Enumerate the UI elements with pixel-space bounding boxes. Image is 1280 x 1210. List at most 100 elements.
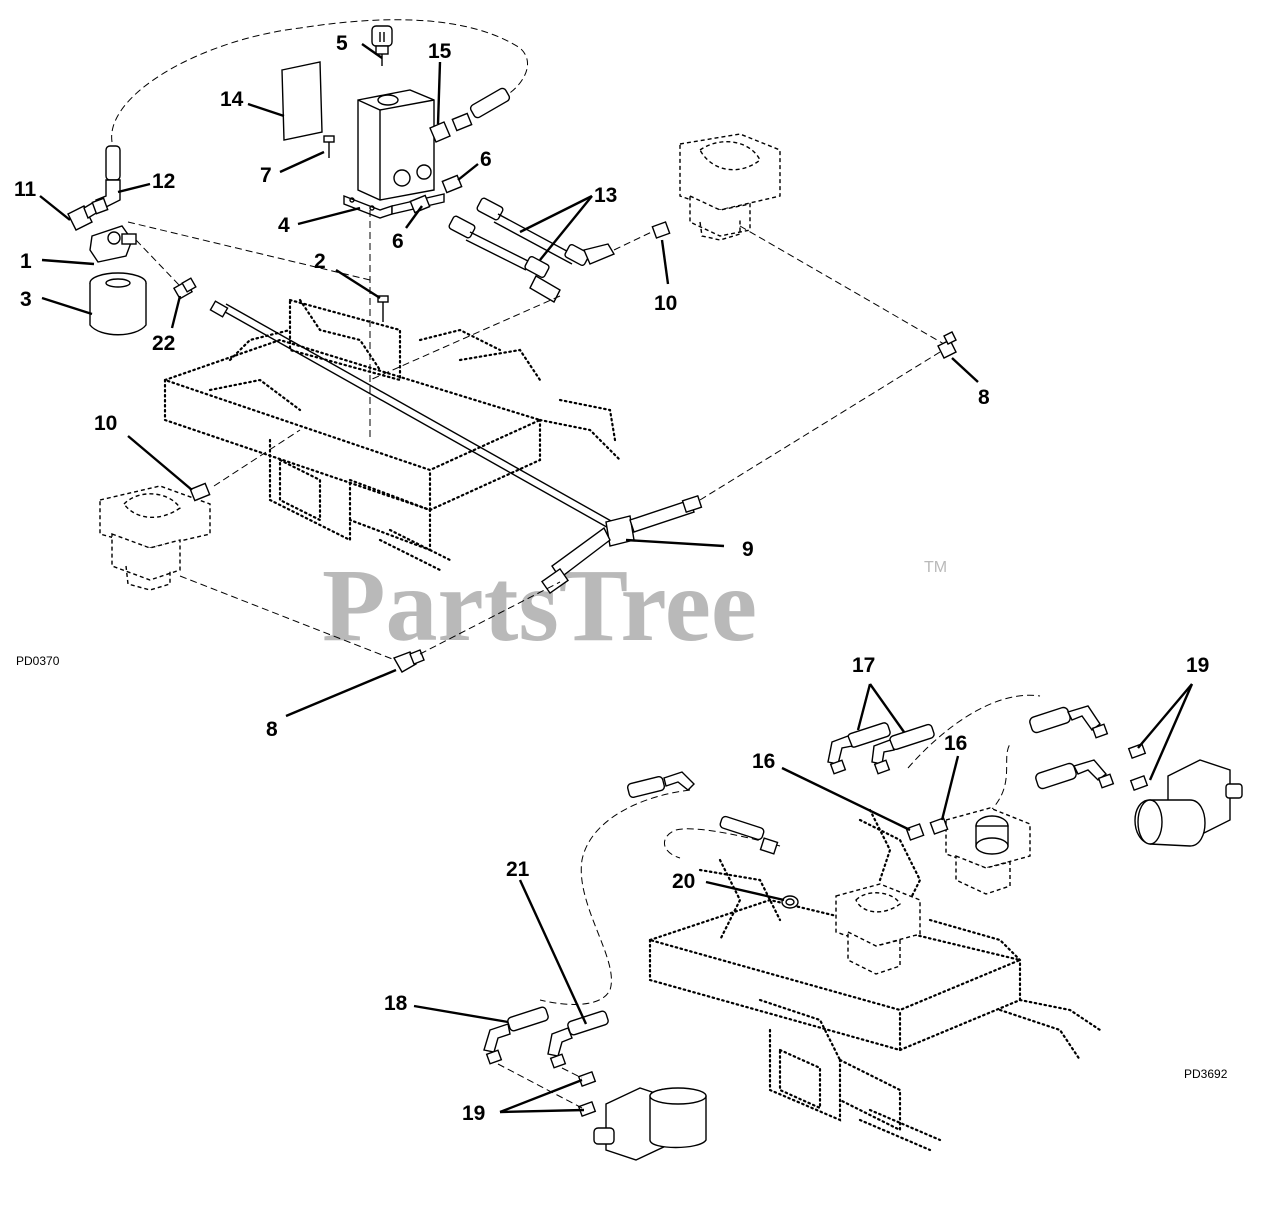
leader-8a bbox=[951, 357, 979, 383]
callout-2[interactable]: 2 bbox=[314, 250, 326, 273]
leader-7 bbox=[279, 150, 325, 174]
elbow-11 bbox=[67, 200, 99, 231]
leader-19a bbox=[1137, 683, 1193, 749]
callout-8a[interactable]: 8 bbox=[978, 386, 990, 409]
leader-lines bbox=[39, 43, 1194, 1114]
hoses-17 bbox=[827, 722, 935, 775]
reservoir-4 bbox=[343, 89, 445, 219]
lower-frame bbox=[646, 808, 1102, 1152]
callout-1[interactable]: 1 bbox=[20, 250, 32, 273]
leader-17b bbox=[869, 683, 905, 733]
grommet-20 bbox=[781, 895, 799, 909]
callout-10a[interactable]: 10 bbox=[654, 292, 677, 315]
leader-6a bbox=[457, 163, 479, 181]
leader-10b bbox=[127, 435, 193, 491]
leader-11 bbox=[39, 195, 71, 221]
callout-14[interactable]: 14 bbox=[220, 88, 244, 111]
fitting-6a bbox=[441, 174, 463, 194]
drawing-code-lower: PD3692 bbox=[1184, 1067, 1228, 1081]
fittings-19b bbox=[577, 1071, 597, 1117]
callout-11[interactable]: 11 bbox=[14, 178, 37, 201]
pump-lower-right bbox=[945, 807, 1031, 895]
leader-22 bbox=[170, 295, 182, 329]
leader-15 bbox=[436, 61, 442, 125]
leader-21 bbox=[518, 879, 588, 1025]
callout-10b[interactable]: 10 bbox=[94, 412, 117, 435]
elbow-8b bbox=[392, 649, 425, 673]
fitting-16a bbox=[905, 823, 925, 841]
fitting-15 bbox=[429, 87, 511, 143]
pump-left bbox=[99, 485, 211, 591]
leader-2 bbox=[335, 268, 381, 300]
leader-12 bbox=[117, 182, 151, 194]
watermark-trademark: TM bbox=[924, 559, 947, 576]
leader-6b bbox=[405, 205, 423, 229]
cross-tube bbox=[209, 300, 621, 531]
callout-5[interactable]: 5 bbox=[336, 32, 348, 55]
wheel-motor-right bbox=[1134, 759, 1243, 847]
leader-13a bbox=[519, 194, 593, 234]
callout-15[interactable]: 15 bbox=[428, 40, 452, 63]
leader-10a bbox=[660, 239, 670, 285]
callout-13[interactable]: 13 bbox=[594, 184, 617, 207]
leader-4 bbox=[297, 206, 361, 226]
fitting-10b bbox=[189, 482, 211, 502]
cap-5 bbox=[371, 25, 393, 66]
leader-16a bbox=[781, 766, 911, 832]
fitting-10a bbox=[651, 221, 671, 239]
hoses-right bbox=[1029, 705, 1115, 790]
fittings-19a bbox=[1127, 743, 1149, 791]
tee-fitting-9 bbox=[540, 351, 941, 595]
fitting-16b bbox=[929, 817, 949, 835]
callout-9[interactable]: 9 bbox=[742, 538, 754, 561]
upper-assembly: PD0370 bbox=[16, 19, 957, 673]
filter-head-1 bbox=[89, 225, 137, 263]
callout-7[interactable]: 7 bbox=[260, 164, 272, 187]
pump-lower-center bbox=[835, 883, 921, 975]
fitting-6b bbox=[409, 194, 431, 214]
elbow-8a bbox=[937, 331, 957, 359]
bolt-2 bbox=[377, 295, 389, 322]
callout-8b[interactable]: 8 bbox=[266, 718, 278, 741]
callout-22[interactable]: 22 bbox=[152, 332, 175, 355]
callout-19b[interactable]: 19 bbox=[462, 1102, 485, 1125]
leader-19c bbox=[499, 1078, 583, 1114]
leader-13b bbox=[539, 195, 593, 261]
upper-frame bbox=[161, 298, 622, 572]
callout-21[interactable]: 21 bbox=[506, 858, 530, 881]
leader-8b bbox=[285, 668, 397, 718]
hose-21 bbox=[547, 1010, 609, 1069]
watermark: PartsTree TM bbox=[322, 548, 947, 663]
filter-3 bbox=[89, 272, 147, 336]
callout-16a[interactable]: 16 bbox=[752, 750, 775, 773]
decal-14 bbox=[281, 61, 323, 141]
callout-6b[interactable]: 6 bbox=[392, 230, 404, 253]
pump-upper-right bbox=[679, 133, 781, 241]
callout-4[interactable]: 4 bbox=[278, 214, 290, 237]
leader-17a bbox=[856, 683, 872, 731]
callout-12[interactable]: 12 bbox=[152, 170, 175, 193]
callout-17[interactable]: 17 bbox=[852, 654, 875, 677]
leader-9 bbox=[625, 538, 725, 548]
hoses-13 bbox=[448, 197, 616, 303]
leader-19b bbox=[1148, 683, 1194, 781]
leader-1 bbox=[41, 258, 95, 266]
wheel-motor-left bbox=[593, 1087, 707, 1161]
leader-16b bbox=[940, 755, 960, 821]
leader-5 bbox=[361, 43, 383, 59]
leader-18 bbox=[413, 1004, 509, 1024]
return-line-dashed bbox=[111, 19, 528, 143]
callout-18[interactable]: 18 bbox=[384, 992, 408, 1015]
callout-16b[interactable]: 16 bbox=[944, 732, 967, 755]
drawing-code-upper: PD0370 bbox=[16, 654, 60, 668]
upper-loop-hose bbox=[626, 771, 779, 855]
callouts: 5 15 14 7 6 13 4 6 11 12 1 3 22 2 10 8 1… bbox=[14, 32, 1209, 1125]
callout-6a[interactable]: 6 bbox=[480, 148, 492, 171]
leader-20 bbox=[705, 880, 785, 902]
callout-20[interactable]: 20 bbox=[672, 870, 695, 893]
callout-19a[interactable]: 19 bbox=[1186, 654, 1209, 677]
lower-assembly: PD3692 bbox=[483, 694, 1243, 1161]
callout-3[interactable]: 3 bbox=[20, 288, 32, 311]
leader-14 bbox=[247, 102, 285, 118]
